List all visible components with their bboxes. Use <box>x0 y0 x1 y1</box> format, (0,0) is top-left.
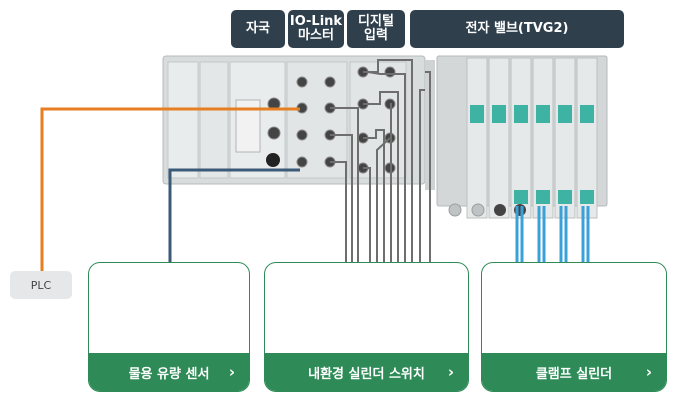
controller-unit <box>162 55 426 185</box>
water-flow-sensor-button[interactable]: 물용 유량 센서 › <box>89 353 249 391</box>
plc-label: PLC <box>10 271 72 299</box>
sensor-cables <box>330 59 431 262</box>
flow-sensor-wire <box>168 168 300 262</box>
chevron-right-icon: › <box>645 363 652 381</box>
air-tubes <box>515 206 590 262</box>
plc-wire <box>40 107 300 271</box>
header-slave: 자국 <box>231 10 285 48</box>
clamp-cylinder-label: 클램프 실린더 <box>535 366 613 382</box>
card-water-flow-sensor[interactable]: 물용 유량 센서 › <box>88 262 250 392</box>
header-solenoid-valve: 전자 밸브(TVG2) <box>410 10 624 48</box>
valve-manifold <box>425 55 608 219</box>
card-cylinder-switch[interactable]: 내환경 실린더 스위치 › <box>264 262 469 392</box>
cylinder-switch-button[interactable]: 내환경 실린더 스위치 › <box>265 353 468 391</box>
chevron-right-icon: › <box>447 363 454 381</box>
chevron-right-icon: › <box>228 363 235 381</box>
water-flow-sensor-label: 물용 유량 센서 <box>128 366 210 382</box>
clamp-cylinder-button[interactable]: 클램프 실린더 › <box>482 353 666 391</box>
cylinder-switch-label: 내환경 실린더 스위치 <box>308 366 425 382</box>
card-clamp-cylinder[interactable]: 클램프 실린더 › <box>481 262 667 392</box>
